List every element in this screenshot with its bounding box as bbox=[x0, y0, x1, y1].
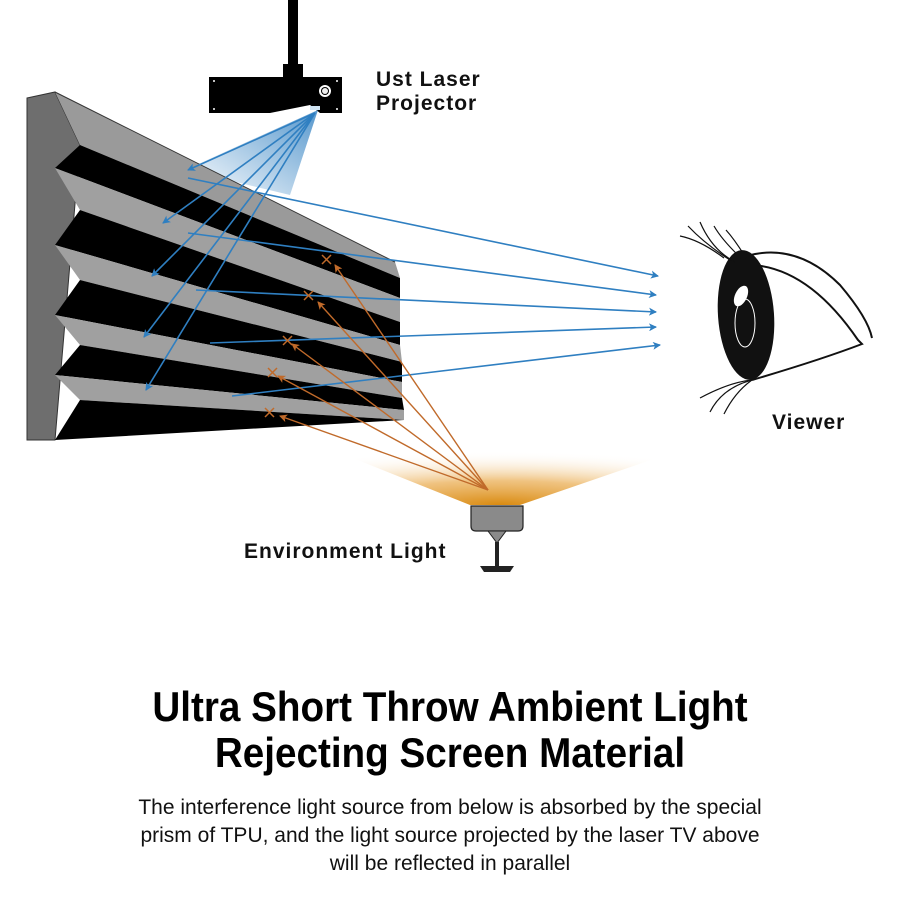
description-line3: will be reflected in parallel bbox=[329, 852, 571, 875]
lamp-icon bbox=[470, 505, 524, 572]
environment-light-label: Environment Light bbox=[244, 540, 447, 563]
absorbed-x-mark bbox=[264, 254, 332, 418]
alr-screen-prism bbox=[26, 91, 404, 441]
projector-label: Ust Laser Projector bbox=[376, 68, 516, 116]
ambient-light-glow bbox=[320, 445, 680, 505]
viewer-label: Viewer bbox=[772, 411, 846, 434]
description: The interference light source from below… bbox=[0, 794, 900, 878]
description-line1: The interference light source from below… bbox=[138, 796, 762, 819]
projector-icon bbox=[209, 0, 342, 113]
projector-label-line1: Ust Laser bbox=[376, 68, 481, 91]
reflected-light-rays bbox=[187, 177, 661, 397]
page-title: Ultra Short Throw Ambient Light Rejectin… bbox=[36, 684, 864, 776]
title-line2: Rejecting Screen Material bbox=[214, 729, 686, 776]
ambient-light-rays bbox=[277, 264, 489, 491]
eye-icon bbox=[679, 221, 873, 415]
light-rejection-diagram bbox=[26, 0, 873, 572]
projector-label-line2: Projector bbox=[376, 92, 478, 115]
projected-light-rays bbox=[143, 112, 316, 391]
description-line2: prism of TPU, and the light source proje… bbox=[140, 824, 760, 847]
title-line1: Ultra Short Throw Ambient Light bbox=[152, 683, 748, 730]
